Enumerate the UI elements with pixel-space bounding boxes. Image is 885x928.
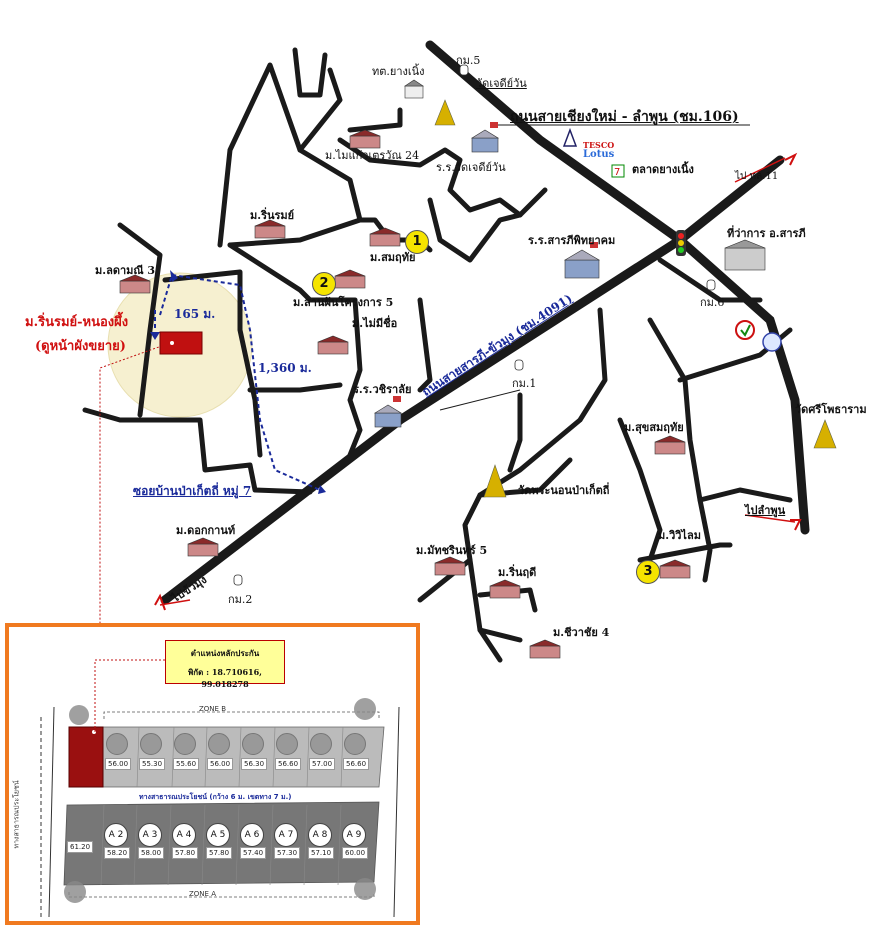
tesco-label: TESCO: [583, 140, 615, 150]
zone-a-lot-label: A 9: [342, 823, 366, 847]
plot-leader-line: [99, 342, 171, 623]
house-icons: [119, 129, 691, 659]
coordinate-callout: ตำแหน่งหลักประกัน พิกัด : 18.710616, 99.…: [165, 640, 285, 689]
m-sukhom-label: ม.สุขสมฤทัย: [624, 421, 684, 434]
subject-note: (ดูหน้าผังขยาย): [35, 339, 126, 354]
talat-label: ตลาดยางเนิ้ง: [632, 163, 694, 176]
zone-b-lot-value: 55.30: [139, 758, 166, 770]
m-wiwilai-label: ม.วิวิไลม: [658, 529, 701, 542]
minor-roads: [82, 47, 793, 663]
wat-chedi-wan-label: วัดเจดีย์วัน: [476, 77, 527, 90]
temple-icons: [434, 99, 837, 498]
km5-label: กม.5: [456, 54, 481, 67]
zone-b-label: ZONE B: [199, 705, 226, 713]
zone-b-lot-marker: [174, 733, 196, 755]
callout-coords: พิกัด : 18.710616, 99.018278: [188, 667, 262, 689]
zone-b-lot-marker: [106, 733, 128, 755]
m-rinrom-label: ม.ริ่นรมย์: [250, 209, 295, 222]
zone-a-lot-value: 57.30: [274, 847, 301, 859]
a1-value: 61.20: [67, 841, 94, 853]
zone-b-lot-value: 56.30: [241, 758, 268, 770]
inset-subject-lot[interactable]: [68, 726, 104, 788]
zone-a-lot-value: 57.80: [172, 847, 199, 859]
lotus-label: Lotus: [583, 149, 615, 160]
m-somchai-label: ม.สมฤทัย: [370, 251, 416, 264]
zone-a-lot-value: 58.00: [138, 847, 165, 859]
amphoe-label: ที่ว่าการ อ.สารภี: [727, 227, 806, 240]
marker-3[interactable]: 3: [636, 560, 660, 584]
rr-wat-chedi-wan-label: ร.ร.วัดเจดีย์วัน: [436, 161, 506, 174]
km2-label: กม.2: [228, 593, 253, 606]
km1-label: กม.1: [512, 377, 537, 390]
zone-a-lot-label: A 6: [240, 823, 264, 847]
zone-a-lot-label: A 3: [138, 823, 162, 847]
zone-b-lot-marker: [242, 733, 264, 755]
zone-a-lot-value: 57.80: [206, 847, 233, 859]
m-rinrudee-label: ม.ริ่นฤดี: [498, 566, 537, 579]
zone-a-lot-label: A 5: [206, 823, 230, 847]
zone-b-lot-marker: [310, 733, 332, 755]
mu-mai-kaew-label: ม.ไมแก้วเตรวัณ 24: [325, 149, 420, 162]
zone-b-lot-value: 56.60: [275, 758, 302, 770]
zone-a-label: ZONE A: [189, 890, 216, 898]
zone-a-lot-label: A 4: [172, 823, 196, 847]
school-icons: [373, 79, 766, 428]
main-road-label: ถนนสายเชียงใหม่ - ลำพูน (ชม.106): [510, 109, 739, 125]
wat-phra-label: วัดพระนอนป่าเก็ตถี่: [518, 484, 610, 497]
main-roads: [160, 40, 810, 605]
m-ladamanee-label: ม.ลดามณี 3: [95, 264, 156, 277]
marker-1[interactable]: 1: [405, 230, 429, 254]
zone-b-lot-marker: [208, 733, 230, 755]
marker-2[interactable]: 2: [312, 272, 336, 296]
zone-b-lot-marker: [140, 733, 162, 755]
route-line: [154, 273, 321, 491]
zone-a-lot-label: A 7: [274, 823, 298, 847]
flag-icons: [393, 122, 598, 402]
zone-b-lot-value: 56.60: [343, 758, 370, 770]
m-sansin-label: ม.สานฝันโครงการ 5: [293, 296, 394, 309]
distance-165: 165 ม.: [174, 307, 216, 321]
m-dokkan-label: ม.ดอกกานท์: [176, 524, 236, 537]
direction-arrows: [154, 152, 802, 611]
zone-b-lot-value: 57.00: [309, 758, 336, 770]
thot-yang-noeng-label: ทต.ยางเนิ้ง: [372, 65, 425, 78]
svg-text:7: 7: [614, 167, 620, 178]
m-noname-label: ม.ไม่มีชื่อ: [352, 317, 398, 330]
subject-title: ม.ริ่นรมย์-หนองผึ้ง: [25, 315, 129, 330]
route-arrows: [150, 270, 326, 494]
zone-a-lot-label: A 8: [308, 823, 332, 847]
zone-b-lot-value: 56.00: [105, 758, 132, 770]
store-icons: 7: [562, 127, 782, 352]
zone-b-lot-value: 55.60: [173, 758, 200, 770]
zone-b-lot-marker: [344, 733, 366, 755]
inset-plan: ZONE B ZONE A ทางสาธารณประโยชน์ (กว้าง 6…: [5, 623, 420, 925]
rr-saraphi-label: ร.ร.สารภีพิทยาคม: [528, 234, 616, 247]
to-lamphun-label: ไปลำพูน: [745, 504, 786, 517]
zone-a-lot-value: 58.20: [104, 847, 131, 859]
km-marker-icons: [233, 64, 716, 586]
zone-a-lot-value: 60.00: [342, 847, 369, 859]
to-11-label: ไป ทล.11: [735, 171, 779, 182]
subject-plot[interactable]: [159, 331, 203, 355]
inset-side-road-label: ทางสาธารณประโยชน์: [12, 780, 21, 849]
distance-1360: 1,360 ม.: [258, 361, 312, 375]
m-chewachai-label: ม.ชีวาชัย 4: [553, 626, 610, 639]
soi-label: ซอยบ้านป่าเก็ตถี่ หมู่ 7: [133, 484, 252, 498]
zone-a-lot-label: A 2: [104, 823, 128, 847]
zone-a-lot-value: 57.40: [240, 847, 267, 859]
zone-b-lot-marker: [276, 733, 298, 755]
m-matcharin-label: ม.มัทชรินทร์ 5: [416, 544, 488, 557]
zone-a-lot-value: 57.10: [308, 847, 335, 859]
inset-street-label: ทางสาธารณประโยชน์ (กว้าง 6 ม. เขตทาง 7 ม…: [139, 793, 292, 801]
wat-sri-label: วัดศรีโพธาราม: [795, 403, 867, 416]
km6-label: กม.6: [700, 296, 725, 309]
zone-b-lot-value: 56.00: [207, 758, 234, 770]
callout-title: ตำแหน่งหลักประกัน: [190, 648, 260, 658]
traffic-light-icon: [676, 230, 686, 256]
rr-wichai-label: ร.ร.วชิราลัย: [353, 383, 412, 396]
